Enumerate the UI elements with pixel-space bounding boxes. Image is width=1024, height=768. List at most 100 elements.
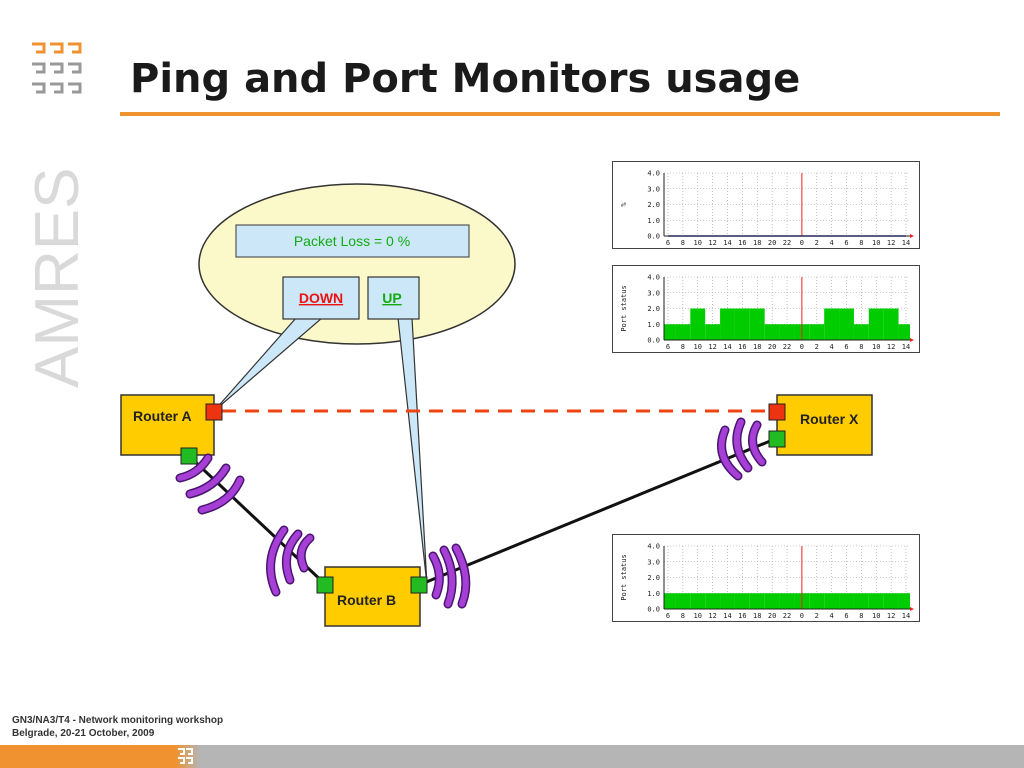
x-tick-label: 4 <box>830 239 834 247</box>
data-bar <box>705 593 721 609</box>
x-tick-label: 12 <box>887 239 895 247</box>
packet-loss-box <box>235 224 470 258</box>
x-tick-label: 8 <box>859 612 863 620</box>
x-tick-label: 18 <box>753 343 761 351</box>
y-tick-label: 3.0 <box>647 185 660 193</box>
port-b-left <box>316 576 334 594</box>
router-a-label: Router A <box>133 408 192 424</box>
x-tick-label: 8 <box>859 343 863 351</box>
down-label: DOWN <box>299 290 343 306</box>
x-tick-label: 8 <box>681 343 685 351</box>
x-tick-label: 8 <box>859 239 863 247</box>
y-tick-label: 2.0 <box>647 574 660 582</box>
y-tick-label: 3.0 <box>647 289 660 297</box>
x-tick-label: 0 <box>800 239 804 247</box>
x-axis-arrow <box>910 234 914 238</box>
y-tick-label: 1.0 <box>647 321 660 329</box>
data-bar <box>809 593 825 609</box>
port-a-up <box>180 447 198 465</box>
x-tick-label: 12 <box>887 612 895 620</box>
data-bar <box>690 308 706 340</box>
data-bar <box>868 308 884 340</box>
x-tick-label: 14 <box>902 343 910 351</box>
data-bar <box>824 593 840 609</box>
x-tick-label: 20 <box>768 343 776 351</box>
data-bar <box>664 324 676 340</box>
x-tick-label: 6 <box>844 239 848 247</box>
x-axis-arrow <box>910 338 914 342</box>
x-tick-label: 10 <box>694 612 702 620</box>
monitor-bubble <box>198 183 516 345</box>
x-tick-label: 12 <box>708 612 716 620</box>
y-tick-label: 1.0 <box>647 217 660 225</box>
x-tick-label: 10 <box>694 239 702 247</box>
x-tick-label: 16 <box>738 239 746 247</box>
wave-router-a-inner <box>177 455 243 513</box>
data-bar <box>675 593 691 609</box>
data-bar <box>734 593 750 609</box>
x-tick-label: 12 <box>708 343 716 351</box>
data-bar <box>853 324 869 340</box>
data-bar <box>898 324 910 340</box>
data-bar <box>720 308 735 340</box>
x-tick-label: 6 <box>666 343 670 351</box>
x-tick-label: 0 <box>800 343 804 351</box>
data-bar <box>664 593 676 609</box>
y-tick-label: 0.0 <box>647 233 660 241</box>
x-tick-label: 14 <box>723 343 731 351</box>
y-tick-label: 0.0 <box>647 606 660 614</box>
packet-loss-label: Packet Loss = 0 % <box>294 233 410 249</box>
x-tick-label: 6 <box>844 343 848 351</box>
x-tick-label: 6 <box>666 612 670 620</box>
x-tick-label: 2 <box>815 343 819 351</box>
data-bar <box>883 593 899 609</box>
data-bar <box>690 593 706 609</box>
data-bar <box>749 308 765 340</box>
x-tick-label: 18 <box>753 612 761 620</box>
y-tick-label: 2.0 <box>647 305 660 313</box>
title-rule <box>120 112 1000 116</box>
x-tick-label: 18 <box>753 239 761 247</box>
x-tick-label: 8 <box>681 612 685 620</box>
data-bar <box>764 593 780 609</box>
router-b <box>324 566 421 627</box>
x-tick-label: 10 <box>872 343 880 351</box>
router-x-label: Router X <box>800 411 859 427</box>
x-tick-label: 20 <box>768 239 776 247</box>
footer-line-2: Belgrade, 20-21 October, 2009 <box>12 728 155 739</box>
brand-vertical: AMRES <box>30 168 90 388</box>
x-tick-label: 12 <box>708 239 716 247</box>
router-x <box>776 394 873 456</box>
y-axis-label: % <box>620 202 628 207</box>
x-tick-label: 14 <box>723 612 731 620</box>
data-bar <box>764 324 780 340</box>
x-tick-label: 2 <box>815 612 819 620</box>
up-label: UP <box>382 290 401 306</box>
y-tick-label: 4.0 <box>647 274 660 282</box>
port-b-right <box>410 576 428 594</box>
data-bar <box>749 593 765 609</box>
x-tick-label: 6 <box>844 612 848 620</box>
y-tick-label: 1.0 <box>647 590 660 598</box>
x-tick-label: 20 <box>768 612 776 620</box>
x-axis-arrow <box>910 607 914 611</box>
brand-text: AMRES <box>30 168 90 388</box>
x-tick-label: 14 <box>902 239 910 247</box>
port-x-down <box>768 403 786 421</box>
x-tick-label: 14 <box>902 612 910 620</box>
x-tick-label: 10 <box>694 343 702 351</box>
port-a-down <box>205 403 223 421</box>
x-tick-label: 10 <box>872 612 880 620</box>
x-tick-label: 16 <box>738 612 746 620</box>
y-tick-label: 2.0 <box>647 201 660 209</box>
amres-logo <box>32 42 82 94</box>
x-tick-label: 2 <box>815 239 819 247</box>
up-box <box>367 276 420 320</box>
x-tick-label: 22 <box>783 239 791 247</box>
router-a <box>120 394 215 456</box>
data-bar <box>898 593 910 609</box>
down-box <box>282 276 360 320</box>
footer-line-1: GN3/NA3/T4 - Network monitoring workshop <box>12 715 224 726</box>
